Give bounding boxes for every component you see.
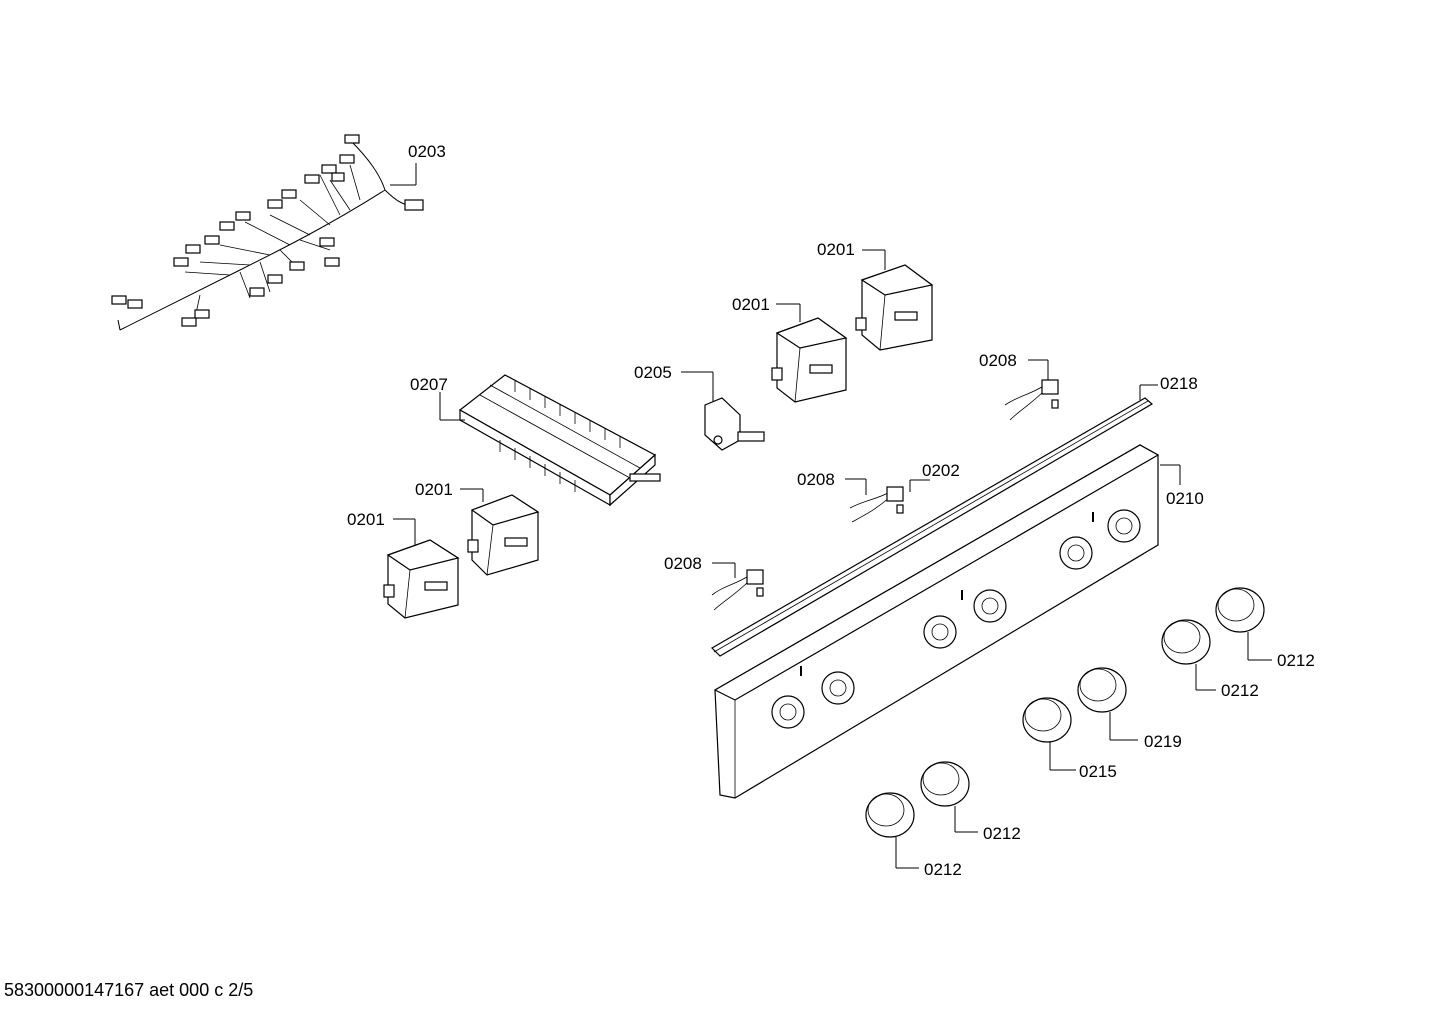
callout-0201-second: 0201: [732, 295, 770, 314]
callout-0210: 0210: [1166, 489, 1204, 508]
callout-0208-bottom: 0208: [664, 554, 702, 573]
callout-0207: 0207: [410, 375, 448, 394]
callout-0212-lower-middle: 0212: [983, 824, 1021, 843]
callout-0202: 0202: [922, 461, 960, 480]
callout-0208-top: 0208: [979, 351, 1017, 370]
rotary-switch-lower-left: [383, 539, 460, 619]
lamp-socket-middle: [849, 486, 904, 523]
callout-0208-middle: 0208: [797, 470, 835, 489]
lamp-socket-right: [1004, 379, 1059, 421]
knob-lower-middle: [920, 761, 970, 807]
callout-0218: 0218: [1160, 374, 1198, 393]
lamp-socket-left: [711, 569, 764, 611]
callout-0219: 0219: [1144, 732, 1182, 751]
callout-0203: 0203: [408, 142, 446, 161]
callout-0212-right: 0212: [1221, 681, 1259, 700]
trim-strip: [711, 397, 1154, 657]
wire-harness: [111, 134, 424, 331]
drawing-reference-footer: 58300000147167 aet 000 c 2/5: [4, 980, 254, 1000]
callout-0205: 0205: [634, 363, 672, 382]
knob-lower-left: [865, 792, 915, 838]
rotary-switch-lower-right: [467, 494, 540, 576]
callout-0215: 0215: [1079, 762, 1117, 781]
callout-0201-fourth: 0201: [347, 510, 385, 529]
knob-0219: [1077, 667, 1127, 713]
callout-0212-far-right: 0212: [1277, 651, 1315, 670]
knob-far-right: [1215, 587, 1265, 633]
rotary-switch-upper-right: [855, 264, 934, 351]
rotary-switch-upper-middle: [771, 317, 848, 403]
knob-right: [1161, 619, 1211, 665]
callout-0201-third: 0201: [415, 480, 453, 499]
switch-0205: [704, 397, 765, 451]
knob-0215: [1022, 697, 1072, 743]
callout-0212-lower-left: 0212: [924, 860, 962, 879]
callout-0201-top: 0201: [817, 240, 855, 259]
control-panel: [713, 444, 1160, 799]
terminal-block: [458, 374, 661, 507]
